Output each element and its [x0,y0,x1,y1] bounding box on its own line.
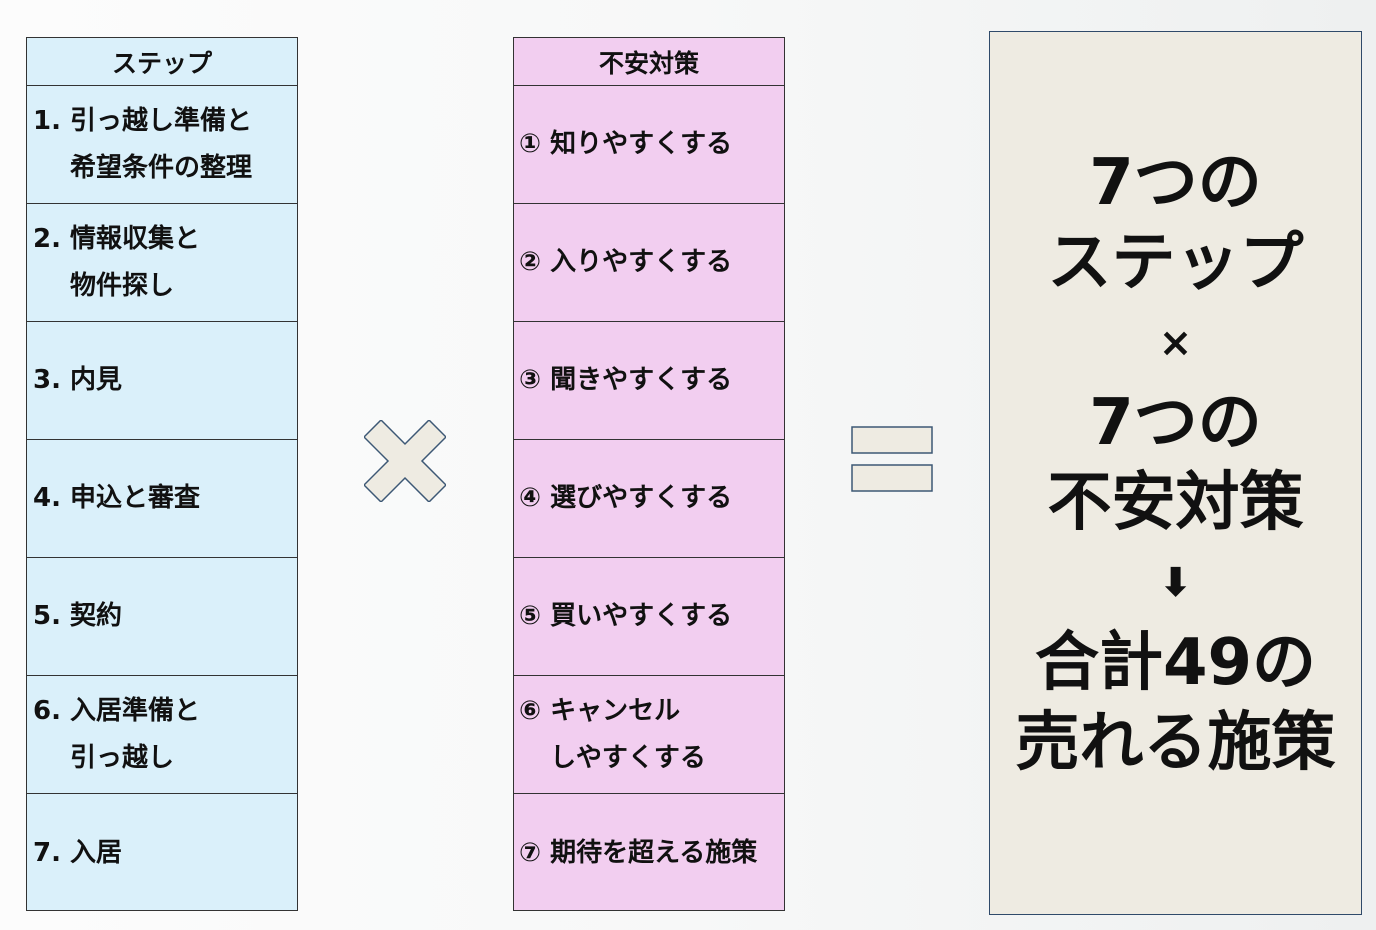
item-text-line: 内見 [70,365,123,395]
item-text-line: キャンセル [550,695,681,726]
item-text-line: 物件探し [70,270,175,301]
list-item: ⑥ キャンセルしやすくする [519,688,706,782]
item-text: 知りやすくする [550,121,732,168]
item-number: 3. [33,365,71,395]
table-row: ④ 選びやすくする [514,440,784,558]
down-arrow-icon: ⬇ [1158,560,1193,606]
item-text-line: 契約 [70,601,123,631]
item-text: 内見 [70,357,122,404]
item-text-line: 入りやすくする [550,247,733,277]
list-item: ⑤ 買いやすくする [519,593,732,640]
item-number: ⑤ [519,601,551,631]
item-number: 4. [33,483,71,513]
table-row: 4. 申込と審査 [27,440,297,558]
item-text: 申込と審査 [70,475,200,522]
list-item: 2. 情報収集と物件探し [33,216,200,310]
table-row: 3. 内見 [27,322,297,440]
result-times: × [1158,320,1193,366]
item-text: 聞きやすくする [550,357,732,404]
item-text: 買いやすくする [550,593,732,640]
steps-header: ステップ [27,38,297,86]
table-row: 5. 契約 [27,558,297,676]
item-number: 1. [33,105,71,136]
item-text-line: 希望条件の整理 [70,152,253,183]
item-text-line: 申込と審査 [70,483,201,513]
item-text: キャンセルしやすくする [550,688,706,782]
multiply-shape [364,420,446,502]
table-row: ⑦ 期待を超える施策 [514,794,784,912]
list-item: ③ 聞きやすくする [519,357,732,404]
list-item: 3. 内見 [33,357,122,404]
measures-rows: ① 知りやすくする ② 入りやすくする ③ 聞きやすくする ④ 選びやすくする ⑤ 買い… [514,86,784,912]
list-item: 5. 契約 [33,593,122,640]
item-text-line: 引っ越し [70,742,175,773]
item-number: ② [519,247,551,277]
table-row: ⑤ 買いやすくする [514,558,784,676]
table-row: 7. 入居 [27,794,297,912]
table-row: ① 知りやすくする [514,86,784,204]
item-number: 6. [33,695,71,726]
item-text-line: しやすくする [550,742,706,773]
list-item: 7. 入居 [33,830,122,877]
item-number: ⑥ [519,695,551,726]
list-item: ⑦ 期待を超える施策 [519,830,757,877]
item-text-line: 知りやすくする [550,129,733,159]
item-text: 引っ越し準備と希望条件の整理 [70,98,252,192]
item-text-line: 入居 [70,837,123,868]
equals-icon [851,426,933,492]
result-line-5: 合計49の [1034,626,1317,700]
table-row: ③ 聞きやすくする [514,322,784,440]
item-text: 入居 [70,830,122,877]
result-line-3: 7つの [1089,386,1262,460]
equals-bar-top [851,426,933,454]
result-line-2: ステップ [1047,226,1304,300]
equals-bar-bottom [851,464,933,492]
steps-table: ステップ 1. 引っ越し準備と希望条件の整理 2. 情報収集と物件探し 3. 内見 4… [26,37,298,911]
item-number: ④ [519,483,551,513]
item-text: 入りやすくする [550,239,732,286]
item-text: 契約 [70,593,122,640]
list-item: 1. 引っ越し準備と希望条件の整理 [33,98,252,192]
item-text-line: 入居準備と [70,695,201,726]
table-row: 1. 引っ越し準備と希望条件の整理 [27,86,297,204]
item-text: 選びやすくする [550,475,732,522]
list-item: ② 入りやすくする [519,239,732,286]
table-row: ⑥ キャンセルしやすくする [514,676,784,794]
item-number: ③ [519,365,551,395]
list-item: 4. 申込と審査 [33,475,200,522]
multiply-icon [364,420,446,502]
result-box: 7つの ステップ × 7つの 不安対策 ⬇ 合計49の 売れる施策 [989,31,1362,915]
steps-rows: 1. 引っ越し準備と希望条件の整理 2. 情報収集と物件探し 3. 内見 4. 申込と… [27,86,297,912]
item-text-line: 引っ越し準備と [70,105,253,136]
item-text-line: 期待を超える施策 [550,837,758,868]
item-text-line: 聞きやすくする [550,365,733,395]
item-text-line: 情報収集と [70,223,201,254]
list-item: ④ 選びやすくする [519,475,732,522]
list-item: 6. 入居準備と引っ越し [33,688,200,782]
item-text-line: 選びやすくする [550,483,733,513]
result-line-1: 7つの [1089,146,1262,220]
item-number: ① [519,129,551,159]
measures-table: 不安対策 ① 知りやすくする ② 入りやすくする ③ 聞きやすくする ④ 選びやすくす… [513,37,785,911]
item-number: 5. [33,601,71,631]
table-row: 6. 入居準備と引っ越し [27,676,297,794]
item-number: 2. [33,223,71,254]
measures-header: 不安対策 [514,38,784,86]
item-text: 入居準備と引っ越し [70,688,200,782]
result-line-4: 不安対策 [1047,466,1304,540]
table-row: 2. 情報収集と物件探し [27,204,297,322]
item-number: 7. [33,837,71,868]
result-line-6: 売れる施策 [1015,706,1336,780]
item-number: ⑦ [519,837,551,868]
item-text: 期待を超える施策 [550,830,757,877]
table-row: ② 入りやすくする [514,204,784,322]
item-text-line: 買いやすくする [550,601,733,631]
item-text: 情報収集と物件探し [70,216,200,310]
list-item: ① 知りやすくする [519,121,732,168]
